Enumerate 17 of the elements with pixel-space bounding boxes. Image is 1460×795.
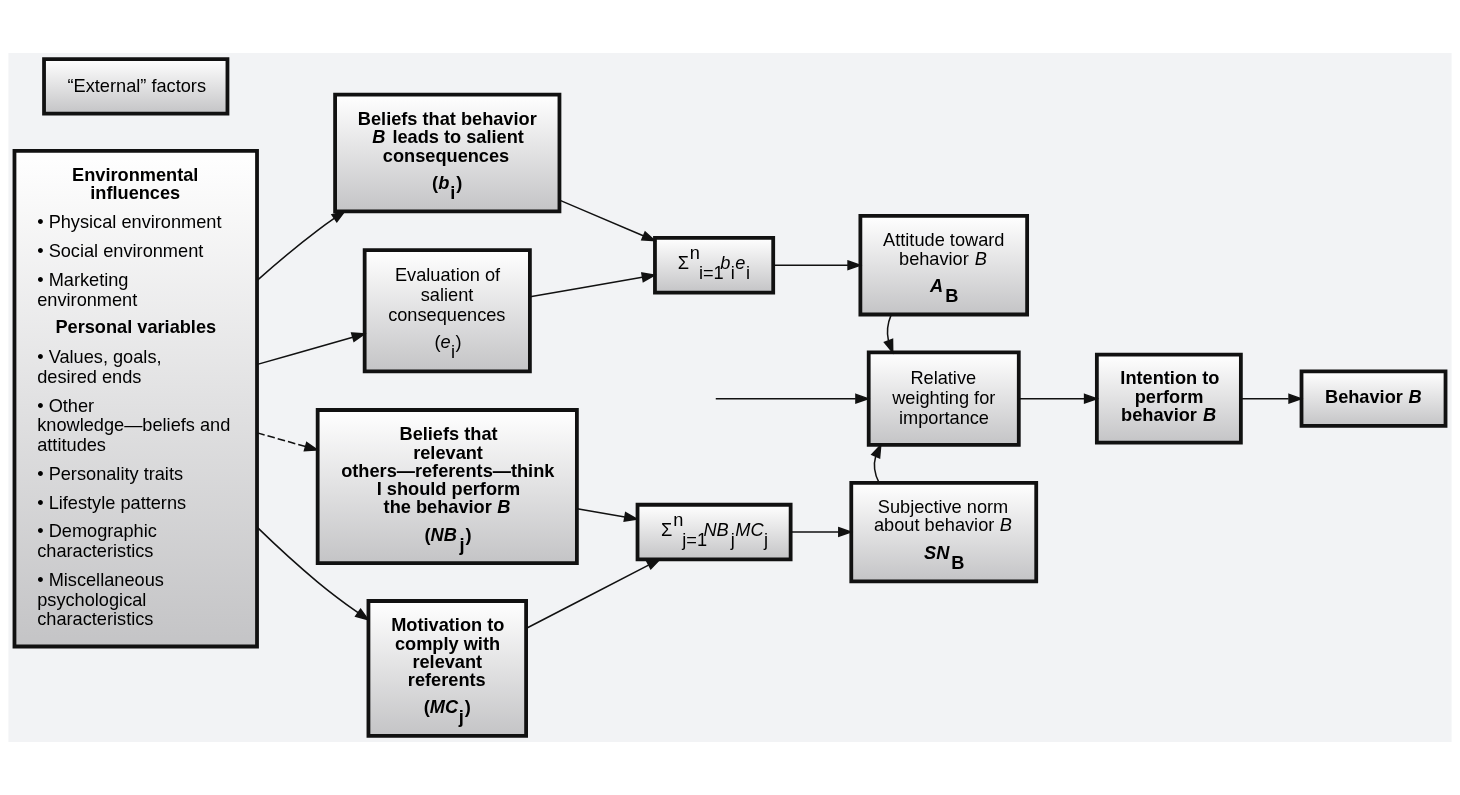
arrow (256, 332, 367, 366)
node-box: Intention to perform behavior B (1094, 352, 1243, 445)
node-box: Behavior B (1299, 369, 1448, 428)
arrow (1240, 393, 1304, 404)
arrow (529, 272, 657, 298)
node-box: “External” factors (42, 57, 230, 116)
arrow (256, 210, 347, 281)
node-box: Environmental influences • Physical environment • Social environment • Marketing environment Personal variables • Values, goals, desired ends • Other knowledge—beliefs and attitudes • Personality traits • Lifestyle patterns • Demographic characteristics • Miscellaneous psychological characteristics (12, 148, 259, 649)
arrow (256, 526, 370, 622)
arrow (772, 259, 863, 271)
arrow (558, 199, 657, 242)
arrow (525, 558, 662, 630)
arrow (870, 443, 882, 484)
arrow (256, 432, 320, 452)
node-box: Relative weighting for importance (866, 350, 1021, 447)
arrow (883, 314, 894, 355)
arrow (1018, 393, 1100, 404)
